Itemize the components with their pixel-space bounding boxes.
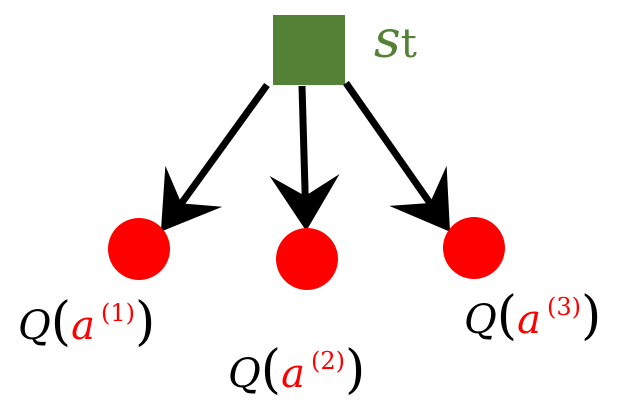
action-node-1: [108, 218, 170, 280]
state-label: st: [374, 14, 417, 66]
open-paren: (: [260, 340, 282, 400]
action-node-3: [443, 217, 505, 279]
open-paren: (: [50, 292, 72, 352]
state-node: [273, 15, 345, 85]
action-index: (3): [546, 293, 581, 321]
action-node-2: [276, 228, 338, 290]
arrow-2: [269, 85, 340, 231]
action-var: a: [71, 303, 95, 349]
state-symbol: s: [374, 10, 401, 70]
open-paren: (: [496, 286, 518, 346]
action-index: (2): [310, 347, 345, 375]
q-label-2: Q(a(2)): [228, 344, 365, 396]
action-var: a: [517, 297, 541, 343]
q-symbol: Q: [464, 297, 497, 343]
q-symbol: Q: [228, 351, 261, 397]
arrow-3: [343, 80, 451, 232]
arrow-1: [160, 82, 270, 232]
close-paren: ): [580, 286, 602, 346]
q-label-1: Q(a(1)): [18, 296, 155, 348]
action-var: a: [281, 351, 305, 397]
state-subscript: t: [400, 21, 417, 67]
action-index: (1): [100, 299, 135, 327]
close-paren: ): [134, 292, 156, 352]
q-symbol: Q: [18, 303, 51, 349]
close-paren: ): [344, 340, 366, 400]
q-label-3: Q(a(3)): [464, 290, 601, 342]
